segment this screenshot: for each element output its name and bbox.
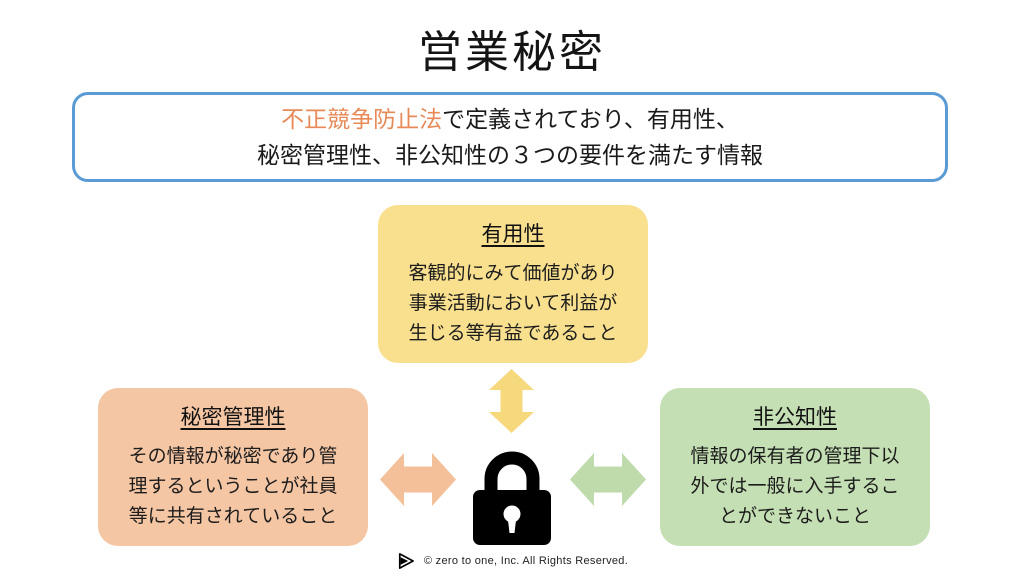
left-double-arrow-icon: [380, 453, 456, 506]
card-non-publicity: 非公知性 情報の保有者の管理下以 外では一般に入手するこ とができないこと: [660, 388, 930, 546]
padlock-icon: [473, 451, 551, 545]
definition-line1-rest: で定義されており、有用性、: [442, 106, 739, 132]
footer: © zero to one, Inc. All Rights Reserved.: [0, 551, 1024, 571]
card-usefulness: 有用性 客観的にみて価値があり 事業活動において利益が 生じる等有益であること: [378, 205, 648, 363]
definition-box: 不正競争防止法で定義されており、有用性、 秘密管理性、非公知性の３つの要件を満た…: [72, 92, 948, 182]
card-usefulness-title: 有用性: [481, 223, 545, 246]
copyright-text: © zero to one, Inc. All Rights Reserved.: [423, 555, 629, 567]
definition-line2: 秘密管理性、非公知性の３つの要件を満たす情報: [257, 142, 763, 168]
law-term: 不正競争防止法: [281, 106, 443, 132]
page-title: 営業秘密: [418, 28, 606, 77]
card-secrecy-management: 秘密管理性 その情報が秘密であり管 理するということが社員 等に共有されているこ…: [98, 388, 368, 546]
card-secrecy-management-title: 秘密管理性: [180, 406, 286, 429]
card-usefulness-body: 客観的にみて価値があり 事業活動において利益が 生じる等有益であること: [408, 263, 618, 344]
card-non-publicity-title: 非公知性: [753, 406, 837, 429]
right-double-arrow-icon: [570, 453, 646, 506]
play-triangle-logo-icon: [398, 553, 414, 569]
card-secrecy-management-body: その情報が秘密であり管 理するということが社員 等に共有されていること: [128, 446, 338, 527]
definition-line1: 不正競争防止法で定義されており、有用性、: [281, 101, 739, 137]
card-non-publicity-body: 情報の保有者の管理下以 外では一般に入手するこ とができないこと: [690, 446, 900, 527]
vertical-double-arrow-icon: [489, 369, 534, 433]
